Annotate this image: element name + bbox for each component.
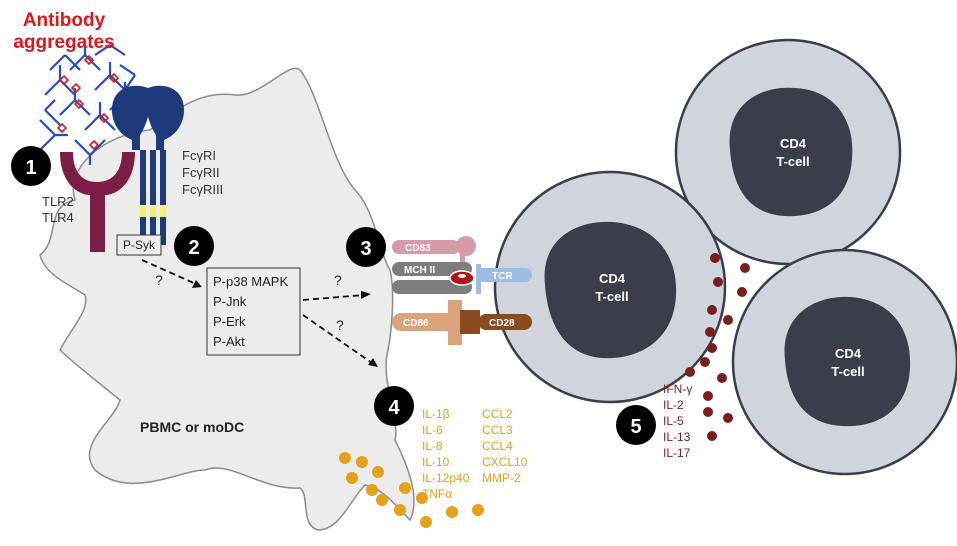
tcell-bottom: CD4 T-cell <box>731 248 957 476</box>
svg-text:IL-2: IL-2 <box>663 398 684 412</box>
svg-text:3: 3 <box>360 238 371 260</box>
dc-cytokines-col2: CCL2 CCL3 CCL4 CXCL10 MMP-2 <box>482 407 528 485</box>
tcell-center-label-2: T-cell <box>595 289 628 304</box>
step-circle-5: 5 <box>616 405 656 445</box>
kinase-p38: P-p38 MAPK <box>213 274 288 289</box>
tcell-cytokine-dots <box>685 253 750 441</box>
fc-receptor-graphic <box>112 85 184 245</box>
kinase-box <box>206 267 301 356</box>
svg-text:MMP-2: MMP-2 <box>482 471 521 485</box>
svg-text:CCL3: CCL3 <box>482 423 513 437</box>
kinase-jnk: P-Jnk <box>213 294 247 309</box>
tcr-molecule: TCR <box>476 264 532 294</box>
svg-text:4: 4 <box>388 397 400 419</box>
cd86-molecule: CD86 <box>392 300 462 345</box>
unknown-mark-1: ? <box>155 272 163 288</box>
svg-text:2: 2 <box>188 237 199 259</box>
cell-type-label: PBMC or moDC <box>140 419 244 435</box>
psyk-label: P-Syk <box>123 238 156 252</box>
svg-text:CCL2: CCL2 <box>482 407 513 421</box>
svg-text:TNFα: TNFα <box>422 487 452 501</box>
mhc-molecule: MCH II <box>392 262 472 294</box>
svg-text:CD86: CD86 <box>403 318 429 329</box>
kinase-akt: P-Akt <box>213 334 245 349</box>
tcell-bottom-label-2: T-cell <box>831 364 864 379</box>
step-circle-3: 3 <box>346 227 386 267</box>
psyk-box <box>116 234 162 256</box>
svg-text:IL-1β: IL-1β <box>422 407 450 421</box>
tcell-center-label-1: CD4 <box>599 271 626 286</box>
cd83-molecule: CD83 <box>392 236 476 262</box>
step-circle-2: 2 <box>174 226 214 266</box>
svg-text:TCR: TCR <box>492 271 513 282</box>
cd28-molecule: CD28 <box>460 310 532 334</box>
svg-text:IL-17: IL-17 <box>663 446 691 460</box>
tcell-center: CD4 T-cell <box>493 170 727 404</box>
tcell-top: CD4 T-cell <box>674 38 902 266</box>
svg-text:1: 1 <box>25 157 36 179</box>
signaling-arrows <box>141 259 373 364</box>
dc-cytokines-col1: IL-1β IL-6 IL-8 IL-10 IL-12p40 TNFα <box>422 407 470 501</box>
svg-text:CD83: CD83 <box>405 243 431 254</box>
tcell-top-label-1: CD4 <box>780 136 807 151</box>
svg-text:IL-10: IL-10 <box>422 455 450 469</box>
unknown-mark-3: ? <box>336 317 344 333</box>
title-line-2: aggregates <box>13 32 114 53</box>
dc-cytokine-dots <box>339 452 484 528</box>
svg-text:IL-8: IL-8 <box>422 439 443 453</box>
svg-text:CCL4: CCL4 <box>482 439 513 453</box>
svg-text:MCH II: MCH II <box>404 265 435 276</box>
step-circle-4: 4 <box>374 386 414 426</box>
unknown-mark-2: ? <box>334 272 342 288</box>
svg-text:IL-6: IL-6 <box>422 423 443 437</box>
tcell-bottom-label-1: CD4 <box>835 346 862 361</box>
tlr-receptor-graphic <box>60 152 135 252</box>
svg-text:IFN-γ: IFN-γ <box>663 382 692 396</box>
svg-text:IL-13: IL-13 <box>663 430 691 444</box>
svg-text:CD28: CD28 <box>489 318 515 329</box>
fcgri-label: FcγRI <box>182 148 216 163</box>
tcell-top-label-2: T-cell <box>776 154 809 169</box>
fcgriii-label: FcγRIII <box>182 182 223 197</box>
svg-text:IL-12p40: IL-12p40 <box>422 471 470 485</box>
tcell-cytokines: IFN-γ IL-2 IL-5 IL-13 IL-17 <box>663 382 692 460</box>
kinase-erk: P-Erk <box>213 314 246 329</box>
peptide-antigen <box>449 270 475 286</box>
tlr2-label: TLR2 <box>42 194 74 209</box>
svg-text:IL-5: IL-5 <box>663 414 684 428</box>
svg-text:5: 5 <box>630 416 641 438</box>
svg-text:CXCL10: CXCL10 <box>482 455 528 469</box>
arrowheads <box>192 280 378 367</box>
title-line-1: Antibody <box>23 10 106 31</box>
tlr4-label: TLR4 <box>42 210 74 225</box>
step-circle-1: 1 <box>11 146 51 186</box>
fcgrii-label: FcγRII <box>182 165 220 180</box>
